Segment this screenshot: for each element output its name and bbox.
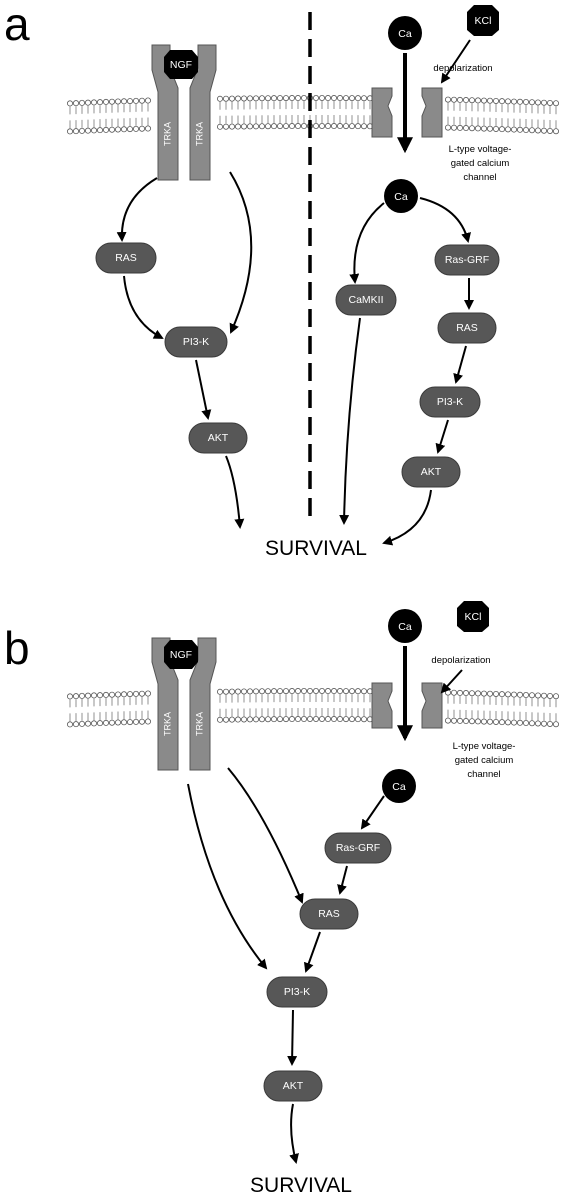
panel-a: a TRKA TRKA NGF Ca KCl (4, 0, 560, 560)
panel-a-letter: a (4, 0, 30, 50)
panel-b-ngf-ligand: NGF (164, 640, 198, 669)
panel-a-ngf-label: NGF (170, 59, 192, 71)
panel-a-trka-label-right: TRKA (194, 122, 204, 146)
panel-a-rasgrf-label: Ras-GRF (445, 254, 489, 266)
panel-b-depolarization-label: depolarization (431, 655, 490, 666)
panel-a-trka-label-left: TRKA (162, 122, 172, 146)
panel-a-arrow-pi3k-akt-right (435, 419, 449, 454)
panel-a-kcl: KCl (467, 5, 499, 36)
panel-b-kcl-label: KCl (465, 611, 482, 623)
panel-a-kcl-label: KCl (475, 15, 492, 27)
panel-b-ras: RAS (299, 898, 359, 930)
panel-b-arrow-trka-pi3k (187, 783, 268, 970)
panel-b-survival: SURVIVAL (250, 1174, 352, 1197)
panel-b-pi3k-label: PI3-K (284, 986, 310, 998)
panel-a-arrow-pi3k-akt (195, 359, 212, 420)
panel-b-pi3k: PI3-K (266, 976, 328, 1008)
panel-a-membrane (67, 95, 560, 135)
panel-a-arrow-ras-pi3k-right (453, 345, 467, 384)
panel-a-arrow-akt-survival-right (382, 489, 432, 546)
panel-b-trka-label-left: TRKA (162, 712, 172, 736)
panel-a-calcium-top: Ca (388, 16, 422, 50)
panel-b-ngf-label: NGF (170, 649, 192, 661)
panel-a-ras-right: RAS (437, 312, 497, 344)
panel-a-akt-right-label: AKT (421, 466, 442, 478)
panel-a-calcium-intracellular: Ca (384, 179, 418, 213)
panel-a-camkii-label: CaMKII (348, 294, 383, 306)
panel-a-arrow-trka-ras (116, 177, 158, 242)
panel-b-trka-label-right: TRKA (194, 712, 204, 736)
panel-a-pi3k-right: PI3-K (419, 386, 481, 418)
panel-b-ca-top-label: Ca (398, 621, 412, 633)
panel-a-pi3k-left-label: PI3-K (183, 336, 209, 348)
panel-a-ras-right-label: RAS (456, 322, 478, 334)
panel-a-arrow-ras-pi3k (123, 275, 164, 339)
panel-a-ras-left: RAS (95, 242, 157, 274)
panel-a-arrow-trka-pi3k (229, 171, 253, 334)
panel-a-ca-inner-label: Ca (394, 191, 408, 203)
panel-a-arrow-camkii-survival (339, 317, 361, 525)
panel-a-ca-top-label: Ca (398, 28, 412, 40)
panel-b-kcl-arrow (440, 669, 463, 694)
panel-a-akt-left: AKT (188, 422, 248, 454)
panel-b-arrow-trka-ras (227, 767, 304, 904)
panel-a-arrow-ca-camkii (349, 202, 385, 284)
panel-b-channel-label-1: L-type voltage- (453, 741, 516, 752)
panel-b-rasgrf: Ras-GRF (324, 832, 392, 864)
panel-a-ras-left-label: RAS (115, 252, 137, 264)
panel-b-arrow-ca-rasgrf (360, 795, 385, 830)
panel-a-akt-left-label: AKT (208, 432, 229, 444)
panel-a-channel-label-2: gated calcium (451, 158, 510, 169)
panel-b-calcium-channel (371, 682, 443, 729)
panel-a-arrow-akt-survival-left (225, 455, 245, 529)
panel-b-akt: AKT (263, 1070, 323, 1102)
panel-b-akt-label: AKT (283, 1080, 304, 1092)
panel-b-arrow-rasgrf-ras (337, 865, 348, 895)
panel-b-membrane (67, 688, 560, 728)
panel-b-letter: b (4, 622, 30, 674)
panel-b-ras-label: RAS (318, 908, 340, 920)
panel-a-pi3k-left: PI3-K (164, 326, 228, 358)
panel-b-trka-receptor: TRKA TRKA (151, 637, 217, 771)
panel-a-calcium-channel (371, 87, 443, 138)
panel-a-arrow-ca-rasgrf (419, 197, 471, 243)
panel-b-arrow-pi3k-akt (287, 1009, 298, 1066)
panel-b-kcl: KCl (457, 601, 489, 632)
panel-b-arrow-akt-survival (289, 1103, 299, 1164)
panel-b-channel-label-2: gated calcium (455, 755, 514, 766)
panel-a-survival: SURVIVAL (265, 537, 367, 560)
panel-a-akt-right: AKT (401, 456, 461, 488)
panel-a-ngf-ligand: NGF (164, 50, 198, 79)
panel-b-rasgrf-label: Ras-GRF (336, 842, 380, 854)
panel-a-pi3k-right-label: PI3-K (437, 396, 463, 408)
panel-a-kcl-arrow (440, 39, 471, 84)
panel-a-depolarization-label: depolarization (433, 63, 492, 74)
panel-b-calcium-top: Ca (388, 609, 422, 643)
panel-a-rasgrf: Ras-GRF (434, 244, 500, 276)
panel-b-ca-inner-label: Ca (392, 781, 406, 793)
panel-a-camkii: CaMKII (335, 284, 397, 316)
panel-b-arrow-ras-pi3k (303, 931, 321, 973)
panel-b: b TRKA TRKA NGF Ca KCl depolarization L-… (4, 601, 560, 1197)
panel-b-calcium-intracellular: Ca (382, 769, 416, 803)
panel-b-channel-label-3: channel (467, 769, 500, 780)
panel-a-channel-label-3: channel (463, 172, 496, 183)
panel-a-channel-label-1: L-type voltage- (449, 144, 512, 155)
